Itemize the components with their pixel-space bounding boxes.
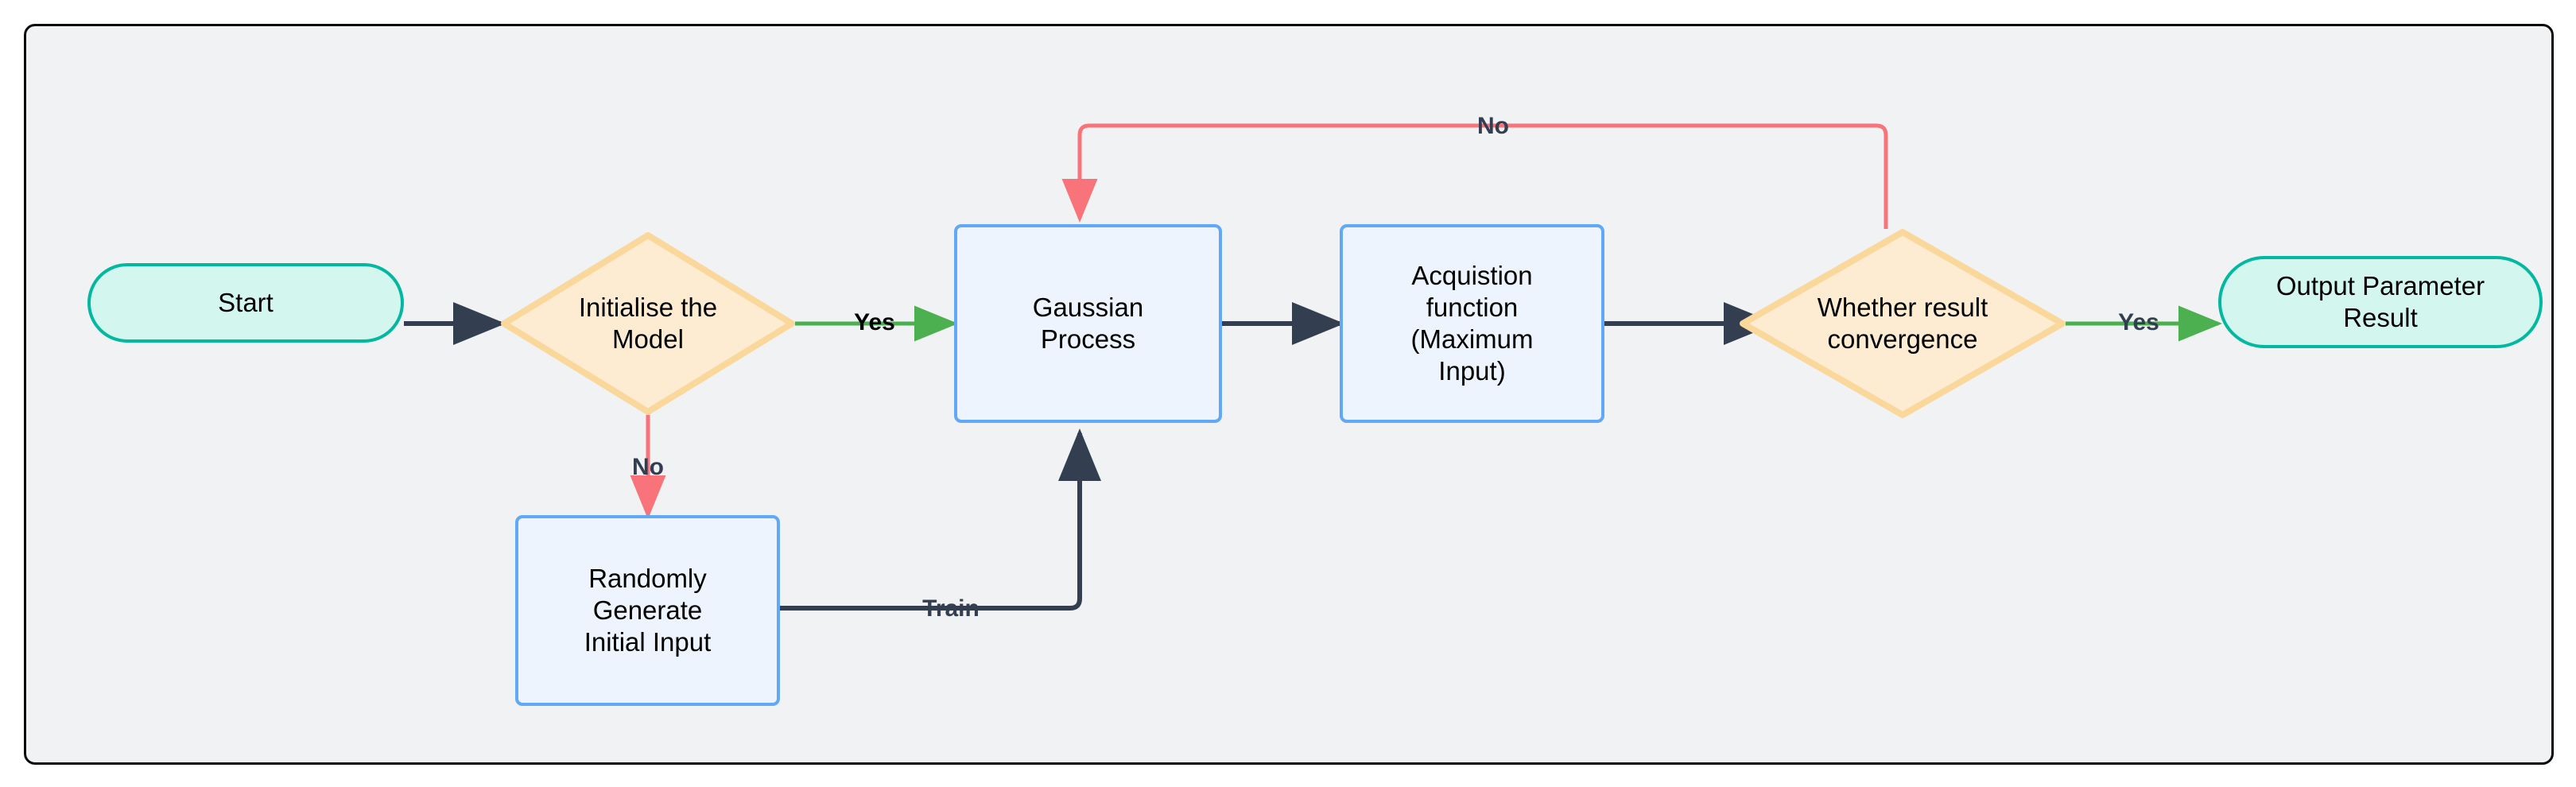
edge-label-train: Train (922, 595, 980, 622)
flowchart-canvas (24, 24, 2554, 765)
node-output-parameter-result[interactable]: Output Parameter Result (2218, 256, 2543, 348)
node-whether-result-convergence[interactable]: Whether result convergence (1740, 229, 2066, 418)
node-gaussian-process[interactable]: Gaussian Process (954, 224, 1222, 423)
diamond-shape-initialise (501, 232, 795, 415)
diamond-shape-convergence (1740, 229, 2066, 418)
edge-label-yes-convergence: Yes (2118, 309, 2159, 335)
edge-label-yes-initialise: Yes (854, 309, 895, 335)
node-randomly-generate-initial-input[interactable]: Randomly Generate Initial Input (515, 515, 780, 706)
edge-label-no-initialise: No (632, 454, 664, 480)
node-initialise-the-model[interactable]: Initialise the Model (501, 232, 795, 415)
node-acquisition-function[interactable]: Acquistion function (Maximum Input) (1340, 224, 1604, 423)
edge-label-no-convergence: No (1477, 113, 1509, 139)
node-start[interactable]: Start (87, 263, 404, 343)
